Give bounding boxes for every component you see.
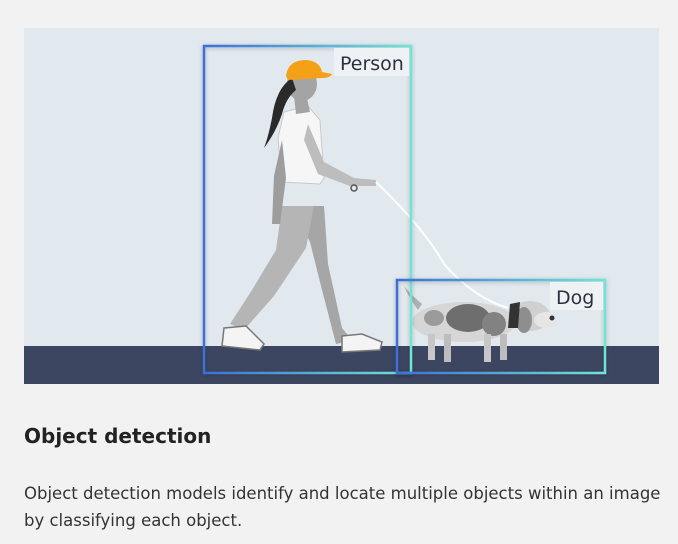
person-bounding-box: Person xyxy=(202,44,413,375)
dog-figure xyxy=(404,286,558,362)
dog-label: Dog xyxy=(556,287,594,309)
right-shoe xyxy=(341,333,383,353)
section-description: Object detection models identify and loc… xyxy=(24,484,661,530)
dog-label-background xyxy=(550,282,603,310)
leash xyxy=(375,181,509,309)
section-title: Object detection xyxy=(24,424,212,448)
collar xyxy=(508,302,520,328)
left-shoe xyxy=(221,325,265,351)
cap-icon xyxy=(286,60,332,80)
dog-bounding-box: Dog xyxy=(395,278,607,375)
person-figure xyxy=(221,60,383,353)
detection-illustration: Person Dog xyxy=(24,28,659,384)
person-label-background xyxy=(334,48,409,76)
person-label: Person xyxy=(340,53,404,75)
